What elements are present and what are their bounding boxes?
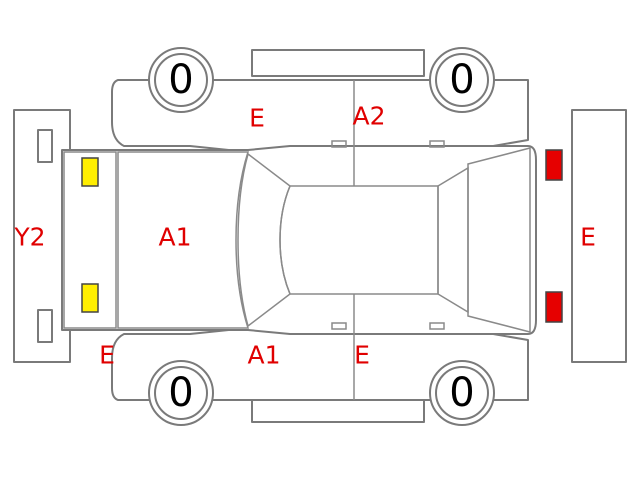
tire-rear-left-value: 0 xyxy=(449,57,474,103)
tire-rear-right-value: 0 xyxy=(449,370,474,416)
hood-panel xyxy=(117,151,250,329)
left-rear-door-handle xyxy=(429,140,445,148)
code-rear-bumper: E xyxy=(580,223,596,252)
right-front-door-handle xyxy=(331,322,347,330)
front-lamp-bottom xyxy=(81,283,99,313)
tire-front-right: 0 xyxy=(148,360,214,426)
front-lamp-top xyxy=(81,157,99,187)
tire-front-left: 0 xyxy=(148,47,214,113)
right-rear-door-handle xyxy=(429,322,445,330)
code-hood: A1 xyxy=(158,223,191,252)
trunk-lid xyxy=(467,147,531,333)
rear-lamp-top xyxy=(545,149,563,181)
rear-lamp-bottom xyxy=(545,291,563,323)
code-right-front-door: A1 xyxy=(247,341,280,370)
code-front-bumper: Y2 xyxy=(13,223,45,252)
left-front-door-handle xyxy=(331,140,347,148)
left-side-skirt xyxy=(251,49,425,77)
code-right-front-corner: E xyxy=(99,341,115,370)
front-lamp-housing xyxy=(63,151,117,329)
tire-front-left-value: 0 xyxy=(168,57,193,103)
front-bumper-slot-bottom xyxy=(37,309,53,343)
code-right-rear-door: E xyxy=(354,341,370,370)
tire-front-right-value: 0 xyxy=(168,370,193,416)
tire-rear-left: 0 xyxy=(429,47,495,113)
car-body-top-view xyxy=(61,145,537,335)
tire-rear-right: 0 xyxy=(429,360,495,426)
code-left-rear-door: A2 xyxy=(352,102,385,131)
front-bumper-slot-top xyxy=(37,129,53,163)
roof xyxy=(279,185,439,295)
rear-bumper xyxy=(571,109,627,363)
code-left-front-fender: E xyxy=(249,104,265,133)
